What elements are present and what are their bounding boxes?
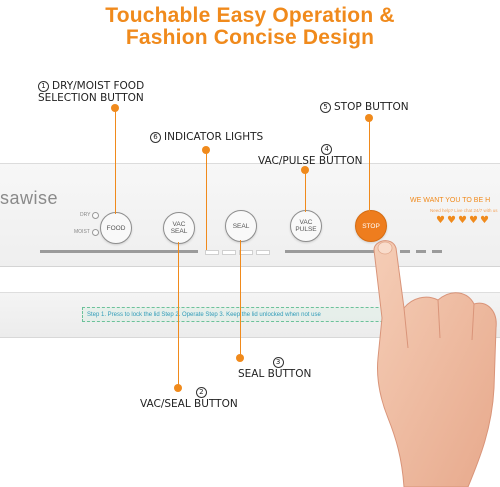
hand-illustration [373, 240, 497, 487]
leader-line-seal [240, 240, 241, 358]
vac-pulse-label-1: VAC [299, 219, 313, 226]
callout-dot-vac-pulse [301, 166, 309, 174]
callout-text-2: VAC/PULSE BUTTON [258, 155, 363, 167]
callout-number: 1 [38, 81, 49, 92]
indicator-light [239, 250, 253, 255]
vac-seal-label-1: VAC [172, 221, 186, 228]
callout-number: 6 [150, 132, 161, 143]
indicator-light [256, 250, 270, 255]
heart-icon: ♥ [447, 215, 456, 226]
indicator-light [222, 250, 236, 255]
vac-pulse-label-2: PULSE [295, 226, 317, 233]
callout-number: 3 [272, 357, 284, 368]
callout-text-1: DRY/MOIST FOOD [52, 80, 145, 92]
indicator-strip-right [285, 250, 385, 253]
heart-icon: ♥ [458, 215, 467, 226]
seal-button[interactable]: SEAL [225, 210, 257, 242]
indicator-dash [416, 250, 426, 253]
callout-dot-food [111, 104, 119, 112]
stop-button[interactable]: STOP [355, 210, 387, 242]
heart-icon: ♥ [480, 215, 489, 226]
promo-subtitle: Need help? Live chat 24/7 with us [430, 208, 498, 213]
mode-label-dry: DRY [80, 212, 91, 218]
callout-text-1: INDICATOR LIGHTS [164, 131, 264, 143]
callout-dot-indicator [202, 146, 210, 154]
seal-button-label: SEAL [232, 222, 250, 230]
leader-line-vac-pulse [305, 170, 306, 212]
leader-line-food [115, 108, 116, 214]
callout-text-1: STOP BUTTON [334, 101, 409, 113]
heart-icon: ♥ [436, 215, 445, 226]
callout-text-2: SELECTION BUTTON [38, 92, 144, 104]
leader-line-stop [369, 118, 370, 212]
callout-vac-pulse: 4 VAC/PULSE BUTTON [258, 143, 363, 167]
indicator-light [205, 250, 219, 255]
vac-seal-label-2: SEAL [170, 228, 188, 235]
food-button-label: FOOD [106, 224, 126, 232]
callout-dot-vac-seal [174, 384, 182, 392]
leader-line-indicator [206, 150, 207, 250]
callout-dot-stop [365, 114, 373, 122]
callout-text-2: VAC/SEAL BUTTON [140, 398, 238, 410]
mode-indicator-dry [92, 212, 99, 219]
mode-indicator-moist [92, 229, 99, 236]
callout-dot-seal [236, 354, 244, 362]
indicator-dash [400, 250, 410, 253]
headline-line-2: Fashion Concise Design [125, 26, 375, 49]
indicator-strip-left [40, 250, 198, 253]
leader-line-vac-seal [178, 242, 179, 388]
brand-logo: sawise [0, 188, 59, 208]
callout-seal: 3 SEAL BUTTON [238, 356, 311, 380]
mode-label-moist: MOIST [74, 229, 90, 235]
stop-button-label: STOP [362, 222, 380, 230]
heart-icon: ♥ [469, 215, 478, 226]
callout-number: 4 [321, 144, 333, 155]
callout-number: 5 [320, 102, 331, 113]
indicator-dash [432, 250, 442, 253]
callout-number: 2 [195, 387, 207, 398]
callout-text-2: SEAL BUTTON [238, 368, 312, 380]
headline-line-1: Touchable Easy Operation & [105, 4, 395, 27]
callout-vac-seal: 2 VAC/SEAL BUTTON [140, 386, 238, 410]
promo-title: WE WANT YOU TO BE H [410, 197, 491, 204]
food-button[interactable]: FOOD [100, 212, 132, 244]
